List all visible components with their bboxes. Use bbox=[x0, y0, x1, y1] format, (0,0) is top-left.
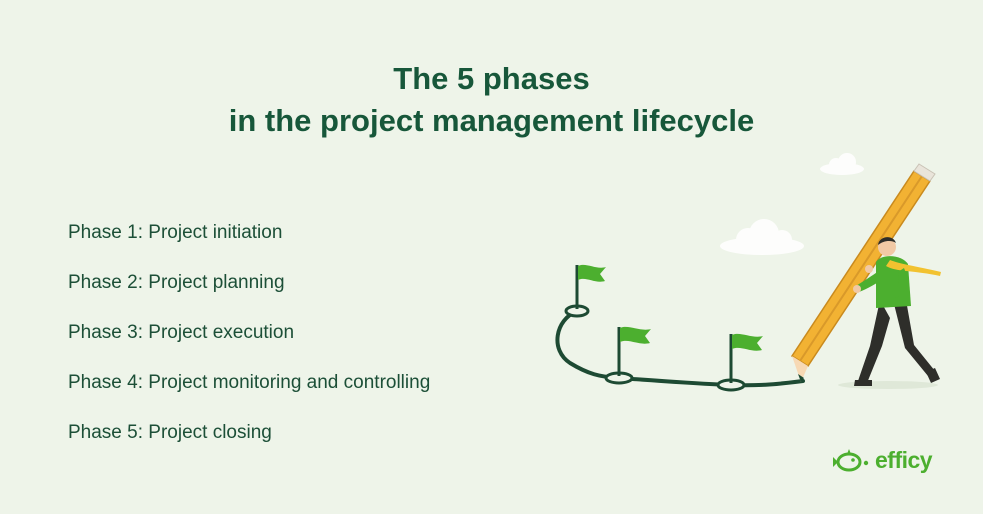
phase-item-1: Phase 1: Project initiation bbox=[68, 222, 283, 243]
pencil-icon bbox=[790, 163, 936, 382]
businessman-figure bbox=[853, 237, 941, 386]
phase-list: Phase 1: Project initiation Phase 2: Pro… bbox=[68, 218, 430, 468]
phase-item-5: Phase 5: Project closing bbox=[68, 422, 272, 443]
flag-icon-2 bbox=[617, 326, 651, 376]
cloud-small-icon bbox=[820, 153, 864, 175]
milestone-path-illustration bbox=[555, 153, 941, 392]
title-line-1: The 5 phases bbox=[393, 61, 590, 96]
title-line-2: in the project management lifecycle bbox=[228, 103, 755, 138]
flag-icon-3 bbox=[729, 333, 763, 383]
page-title: The 5 phases in the project management l… bbox=[0, 58, 983, 142]
cloud-large-icon bbox=[720, 219, 804, 255]
phase-item-3: Phase 3: Project execution bbox=[68, 322, 295, 343]
efficy-logo: efficy bbox=[833, 447, 933, 474]
efficy-mascot-icon bbox=[833, 448, 869, 471]
phase-item-4: Phase 4: Project monitoring and controll… bbox=[68, 372, 431, 393]
phase-item-2: Phase 2: Project planning bbox=[68, 272, 285, 293]
flag-icon-1 bbox=[575, 264, 606, 309]
progress-path bbox=[555, 309, 805, 388]
efficy-logo-text: efficy bbox=[875, 447, 933, 473]
